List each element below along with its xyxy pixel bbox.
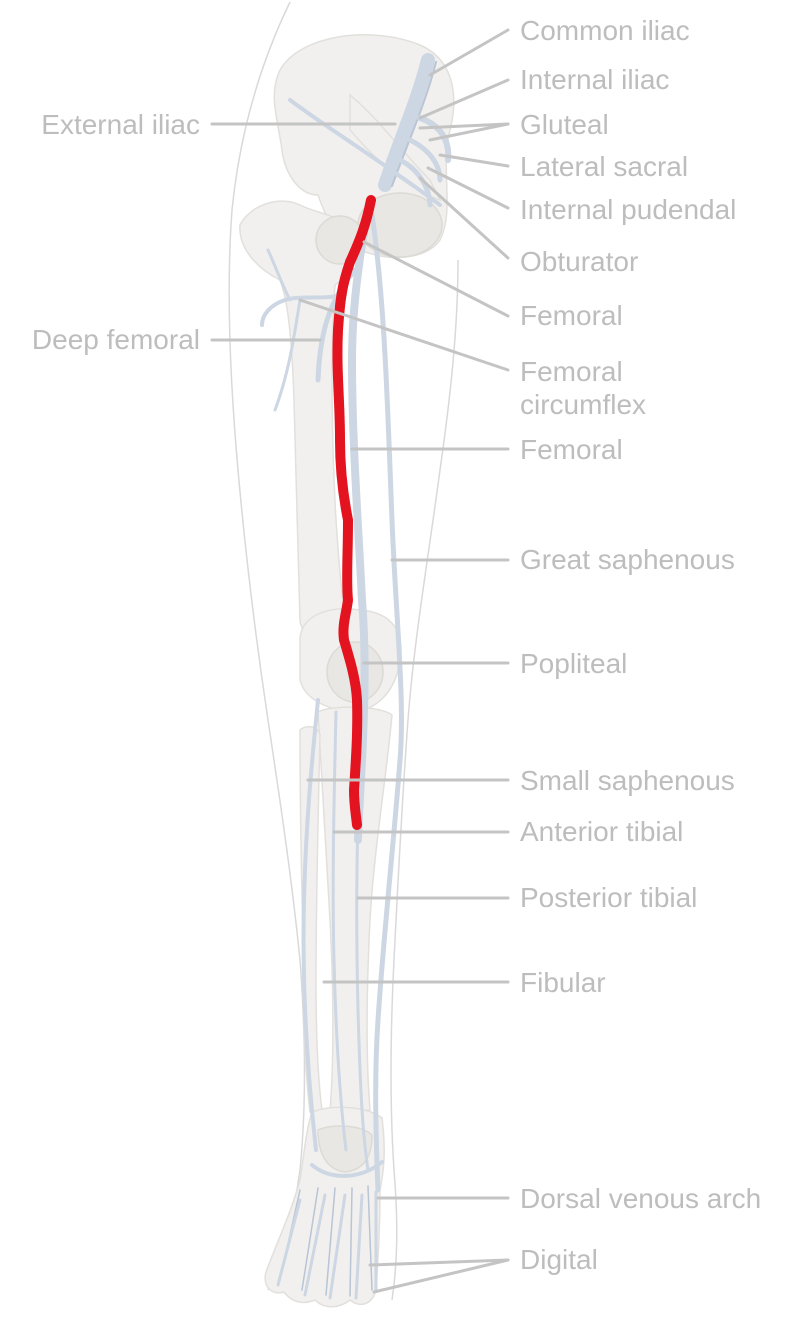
label-great-saphenous: Great saphenous — [520, 544, 735, 575]
label-obturator: Obturator — [520, 246, 638, 277]
label-deep-femoral: Deep femoral — [32, 324, 200, 355]
label-gluteal: Gluteal — [520, 109, 609, 140]
leader-femoral-upper — [364, 242, 508, 316]
label-femoral-circumflex-line2: circumflex — [520, 389, 646, 420]
label-posterior-tibial: Posterior tibial — [520, 882, 697, 913]
foot-bones — [265, 1107, 384, 1306]
label-lateral-sacral: Lateral sacral — [520, 151, 688, 182]
label-dorsal-venous-arch: Dorsal venous arch — [520, 1183, 761, 1214]
label-femoral-upper: Femoral — [520, 300, 623, 331]
leader-common-iliac — [430, 30, 508, 75]
label-digital: Digital — [520, 1244, 598, 1275]
label-small-saphenous: Small saphenous — [520, 765, 735, 796]
label-internal-iliac: Internal iliac — [520, 64, 669, 95]
label-femoral-lower: Femoral — [520, 434, 623, 465]
label-external-iliac: External iliac — [41, 109, 200, 140]
label-fibular: Fibular — [520, 967, 606, 998]
label-femoral-circumflex-line1: Femoral — [520, 356, 623, 387]
label-common-iliac: Common iliac — [520, 15, 690, 46]
label-anterior-tibial: Anterior tibial — [520, 816, 683, 847]
label-internal-pudendal: Internal pudendal — [520, 194, 736, 225]
label-popliteal: Popliteal — [520, 648, 627, 679]
